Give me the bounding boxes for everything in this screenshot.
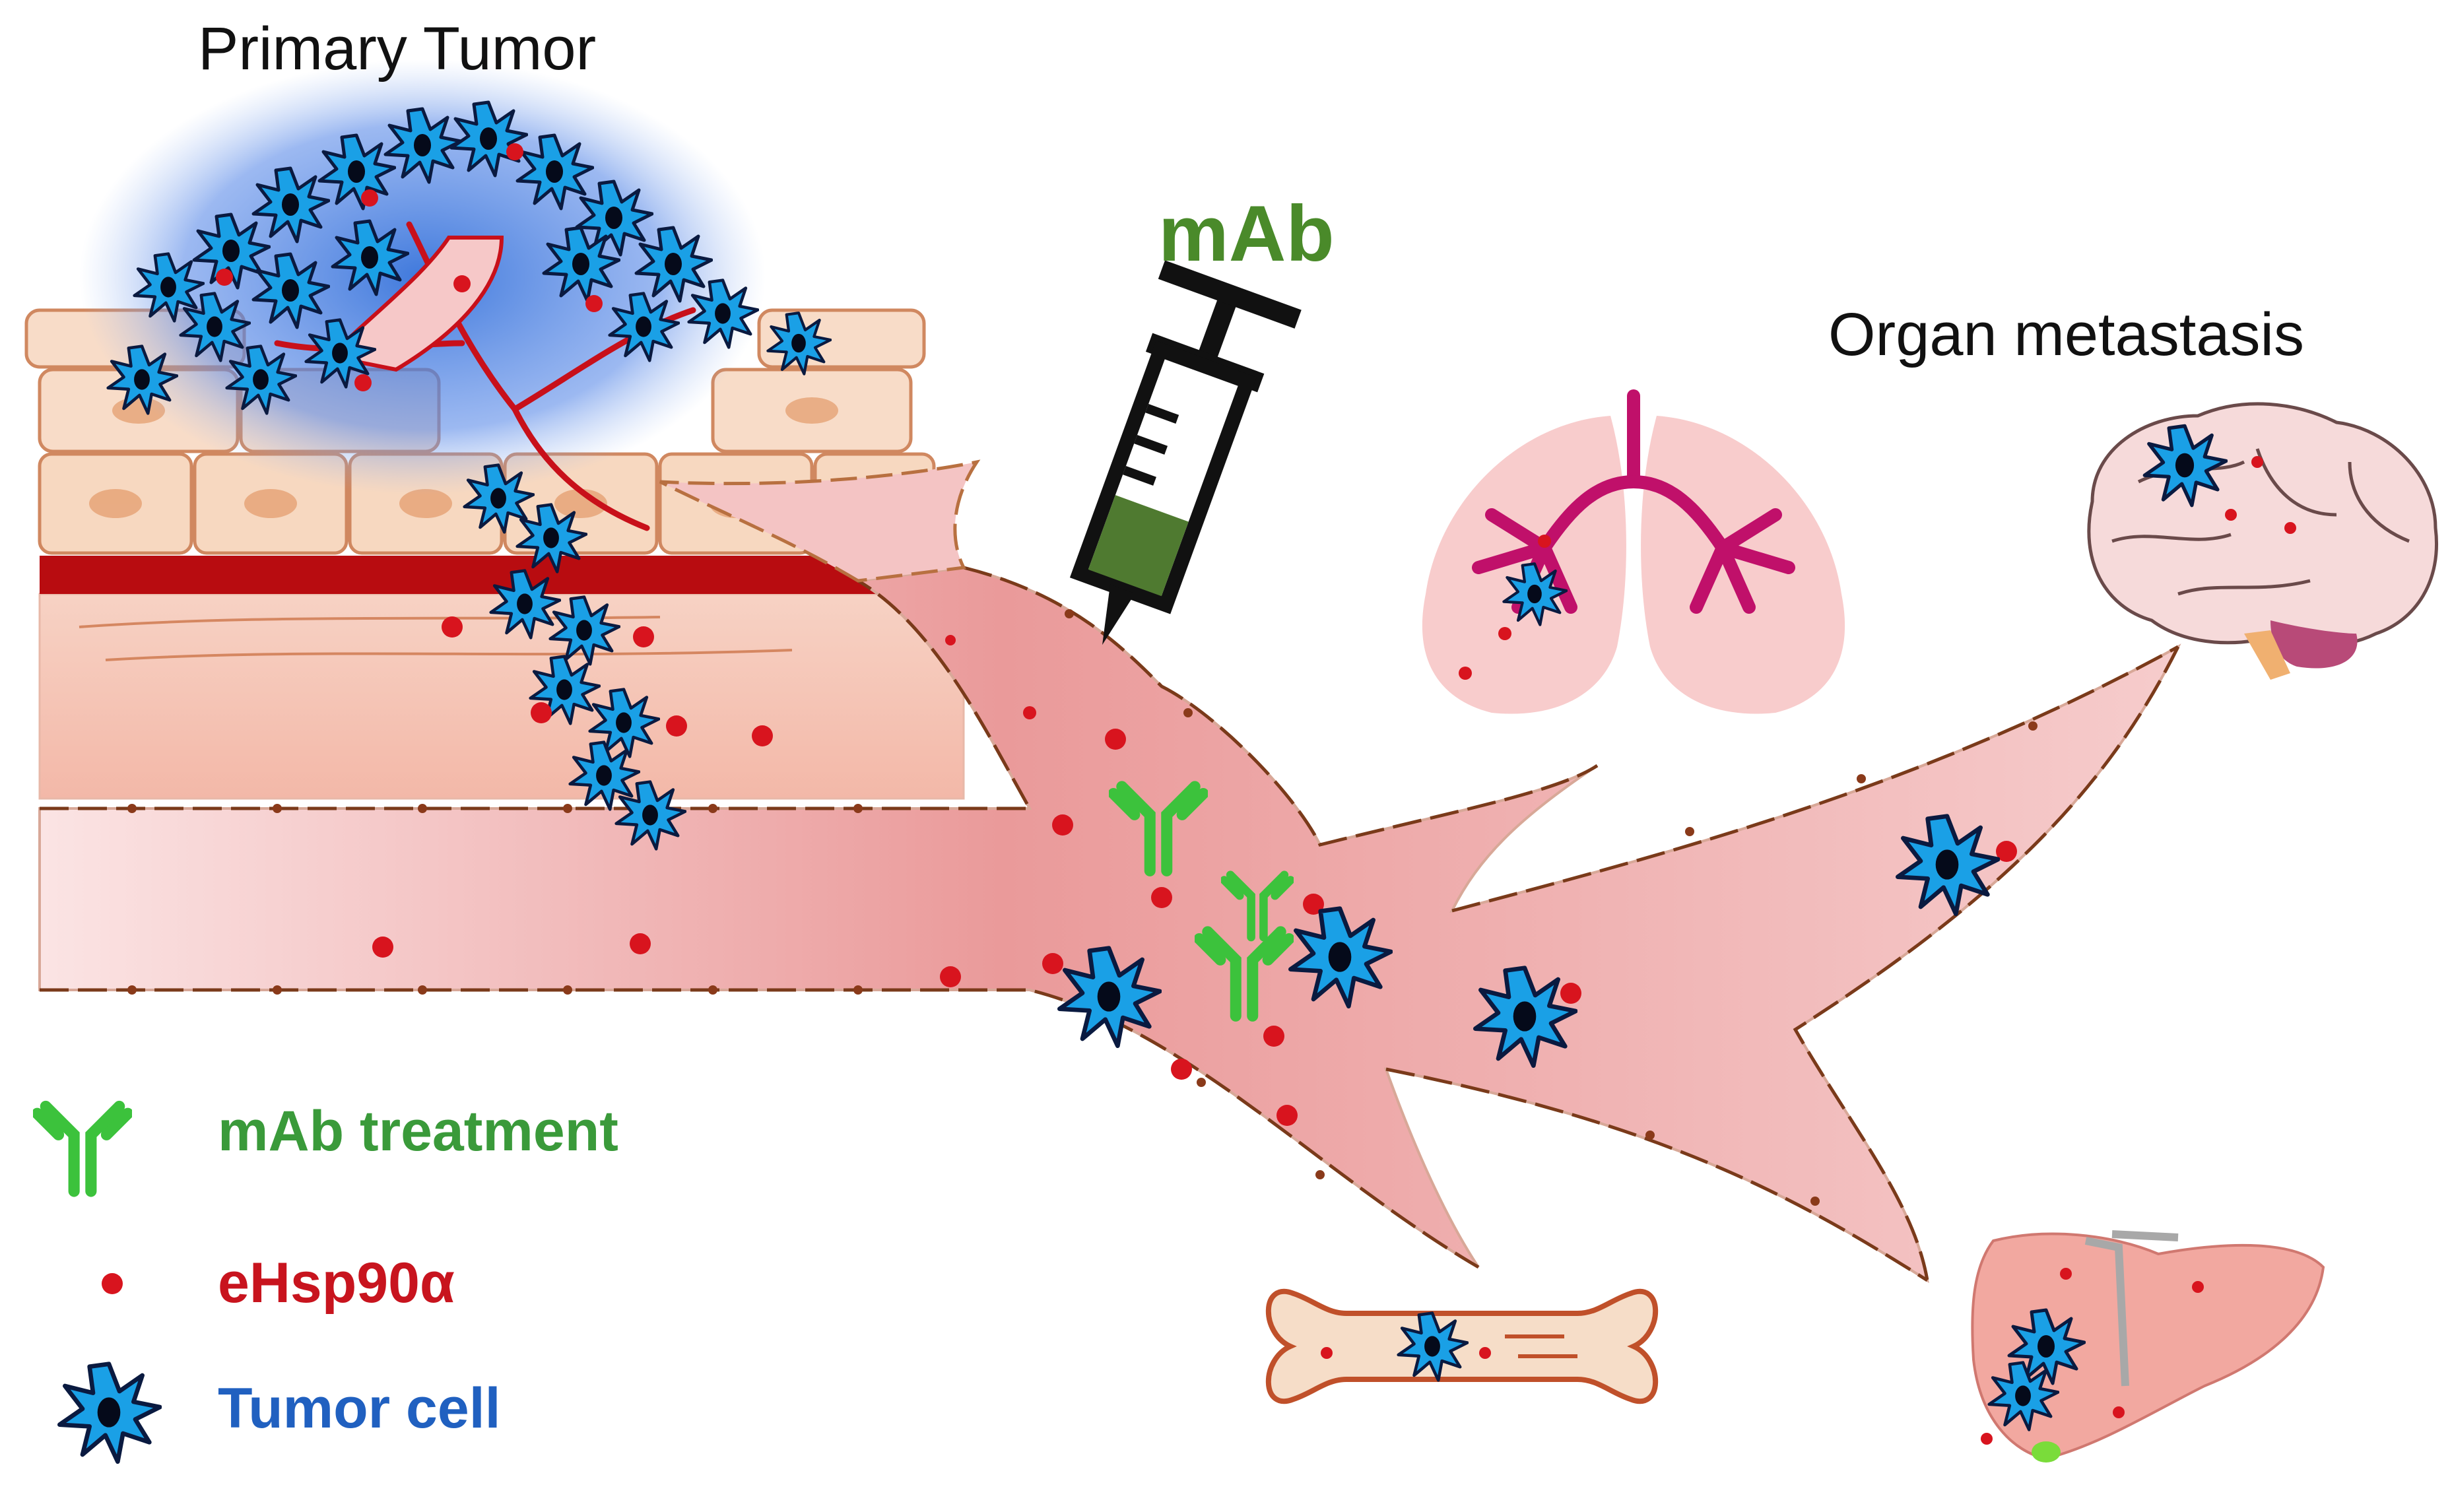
antibody-icon <box>37 1106 127 1191</box>
syringe-icon[interactable] <box>1034 260 1302 669</box>
mab-label: mAb <box>1158 189 1335 278</box>
blood-vessel <box>38 566 2181 1284</box>
ehsp90a-dot-icon <box>102 1273 123 1294</box>
legend-icons <box>37 1106 160 1461</box>
organ-metastasis-label: Organ metastasis <box>1828 301 2304 368</box>
tissue-capillary <box>659 459 981 583</box>
legend-mab-treatment: mAb treatment <box>218 1100 618 1163</box>
legend-tumor-cell: Tumor cell <box>218 1377 501 1440</box>
brain-icon <box>2087 402 2438 680</box>
tumor-cell-icon <box>59 1364 160 1462</box>
lungs-icon <box>1422 389 1845 714</box>
liver-icon <box>1971 1230 2325 1463</box>
bone-icon <box>1265 1289 1659 1404</box>
legend-ehsp90a: eHsp90α <box>218 1251 455 1315</box>
primary-tumor-mass <box>79 59 830 849</box>
ehsp90a-dots <box>372 616 2017 1126</box>
primary-tumor-label: Primary Tumor <box>198 15 597 82</box>
